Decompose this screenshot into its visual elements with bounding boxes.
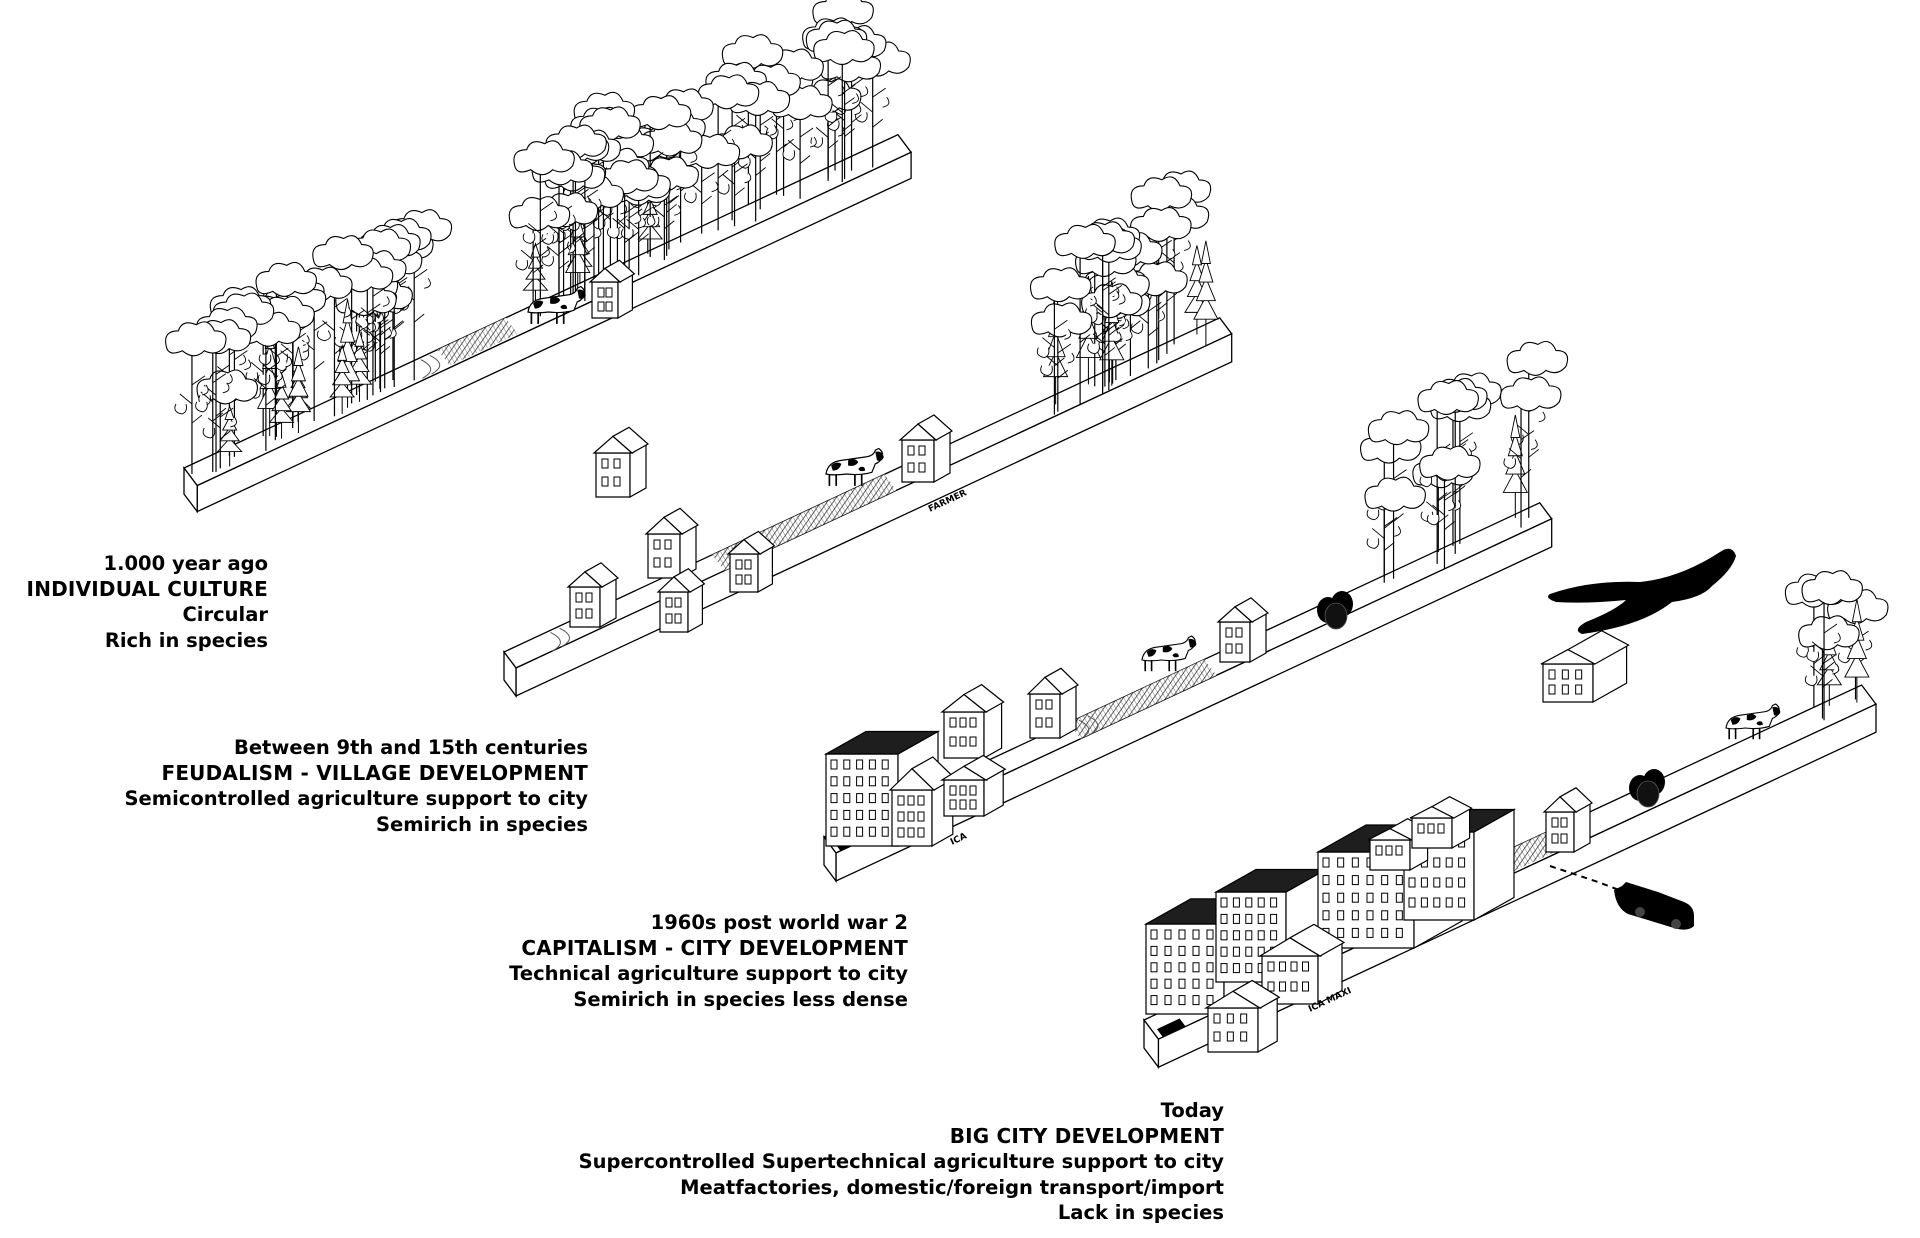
house-icon: [1026, 667, 1079, 740]
cow-icon: [825, 447, 884, 486]
house-icon: [726, 530, 776, 594]
field-texture-stage1: [437, 317, 518, 366]
slab-side: [503, 650, 517, 698]
slab-side: [823, 835, 837, 883]
stage-2-species: Semirich in species: [375, 812, 588, 836]
tree-icon: [216, 404, 243, 467]
house-icon: [1203, 979, 1281, 1054]
objects: [165, 0, 1889, 1054]
dirt-path: [1078, 719, 1090, 740]
house-icon: [1216, 597, 1270, 664]
tree-icon: [329, 343, 356, 414]
tree-icon: [285, 346, 312, 433]
tree-icon: [721, 34, 784, 206]
dirt-path: [550, 632, 561, 652]
stage-2-date: Between 9th and 15th centuries: [233, 736, 588, 759]
cow-icon: [1725, 703, 1781, 740]
stage-1-era: INDIVIDUAL CULTURE: [26, 576, 268, 601]
tree-icon: [813, 30, 875, 183]
slab-side: [183, 466, 198, 514]
tree-icon: [1029, 267, 1092, 415]
house-icon: [898, 414, 954, 484]
stage-3-era: CAPITALISM - CITY DEVELOPMENT: [521, 935, 908, 960]
stage-caption-3: 1960s post world war 2 CAPITALISM - CITY…: [509, 910, 908, 1012]
dirt-path: [429, 354, 441, 375]
slab-front: [515, 332, 1233, 698]
airplane-icon: [1548, 548, 1736, 634]
dirt-path: [559, 627, 570, 648]
stage-3-date: 1960s post world war 2: [650, 911, 908, 934]
tree-icon: [1500, 376, 1562, 528]
slab-side: [1143, 1018, 1160, 1070]
tree-icon: [1419, 445, 1481, 569]
dirt-path: [420, 359, 432, 379]
stage-caption-2: Between 9th and 15th centuries FEUDALISM…: [125, 735, 588, 837]
house-icon: [566, 562, 620, 629]
tree-icon: [1193, 240, 1219, 346]
stage-2-desc: Semicontrolled agriculture support to ci…: [124, 787, 588, 811]
tree-icon: [513, 140, 575, 317]
truck-icon: [1614, 882, 1694, 930]
tree-icon: [1030, 302, 1093, 412]
road: [1156, 1018, 1186, 1038]
stage-1-desc: Circular: [182, 603, 268, 627]
hay-bale-icon: [1629, 769, 1665, 808]
house-icon: [888, 756, 956, 848]
tree-icon: [165, 321, 227, 474]
stage-1-date: 1.000 year ago: [103, 552, 268, 575]
house-icon: [592, 426, 650, 499]
stage-caption-4: Today BIG CITY DEVELOPMENT Supercontroll…: [579, 1098, 1224, 1226]
tree-icon: [1801, 570, 1863, 721]
field-texture-stage3: [1068, 659, 1217, 739]
stage-1-species: Rich in species: [104, 628, 268, 652]
cow-icon: [527, 285, 586, 324]
house-icon: [1542, 787, 1594, 854]
tree-icon: [1798, 615, 1860, 719]
stage-4-species: Lack in species: [1057, 1201, 1224, 1225]
tree-icon: [1364, 476, 1426, 583]
house-icon: [939, 754, 1007, 818]
house-icon: [1409, 796, 1473, 850]
cow-icon: [1141, 635, 1197, 672]
house-icon: [644, 507, 700, 580]
house-icon: [940, 683, 1005, 760]
hay-bale-icon: [1317, 591, 1353, 630]
house-icon: [1540, 630, 1630, 704]
stage-3-species: Semirich in species less dense: [573, 987, 908, 1011]
dirt-path: [1087, 715, 1099, 735]
stage-2-era: FEUDALISM - VILLAGE DEVELOPMENT: [161, 760, 588, 785]
ground-slabs: [182, 133, 1878, 1070]
stage-caption-1: 1.000 year ago INDIVIDUAL CULTURE Circul…: [27, 551, 268, 653]
house-icon: [1257, 923, 1346, 1006]
house-icon: [588, 259, 636, 320]
stage-4-desc: Supercontrolled Supertechnical agricultu…: [578, 1150, 1224, 1174]
stage-4-transport: Meatfactories, domestic/foreign transpor…: [680, 1175, 1224, 1199]
stage-4-era: BIG CITY DEVELOPMENT: [949, 1123, 1224, 1148]
house-icon: [656, 567, 706, 634]
stage-4-date: Today: [1160, 1099, 1224, 1122]
stage-3-desc: Technical agriculture support to city: [509, 962, 908, 986]
